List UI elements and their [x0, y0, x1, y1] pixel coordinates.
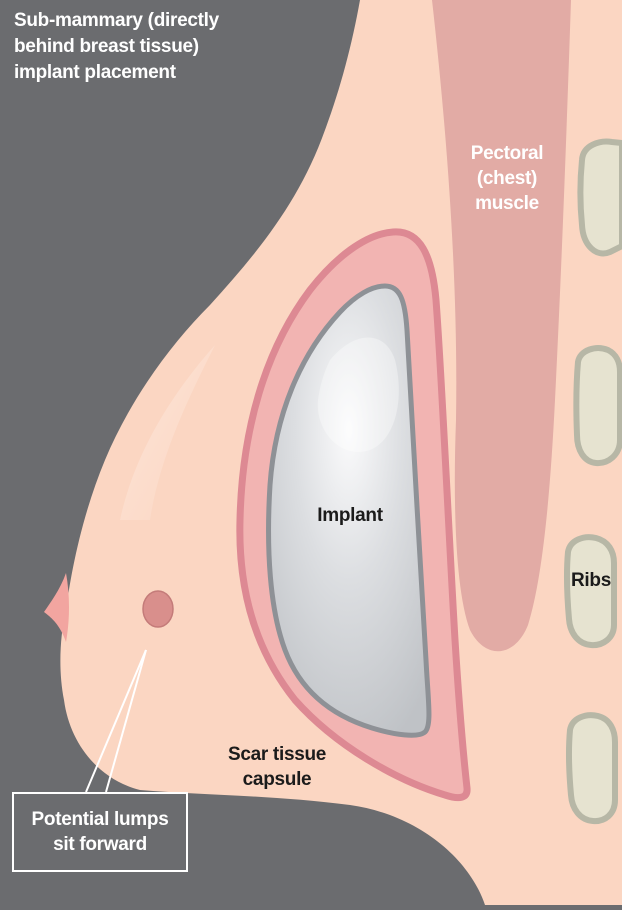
rib-4: [569, 715, 615, 821]
pectoral-muscle-label: Pectoral (chest) muscle: [452, 141, 562, 216]
scar-line-2: capsule: [212, 767, 342, 792]
ribs-label: Ribs: [566, 568, 616, 593]
pectoral-line-2: (chest): [452, 166, 562, 191]
nipple: [44, 573, 69, 642]
lumps-line-2: sit forward: [14, 832, 186, 857]
title-line-2: behind breast tissue): [14, 34, 314, 60]
pectoral-line-1: Pectoral: [452, 141, 562, 166]
diagram-title: Sub-mammary (directly behind breast tiss…: [14, 8, 314, 86]
potential-lumps-callout: Potential lumps sit forward: [12, 792, 188, 872]
lump: [143, 591, 173, 627]
scar-line-1: Scar tissue: [212, 742, 342, 767]
rib-1: [581, 142, 622, 254]
implant-label: Implant: [300, 503, 400, 528]
title-line-3: implant placement: [14, 60, 314, 86]
lumps-line-1: Potential lumps: [14, 807, 186, 832]
rib-2: [576, 348, 620, 463]
pectoral-line-3: muscle: [452, 191, 562, 216]
scar-tissue-label: Scar tissue capsule: [212, 742, 342, 792]
title-line-1: Sub-mammary (directly: [14, 8, 314, 34]
